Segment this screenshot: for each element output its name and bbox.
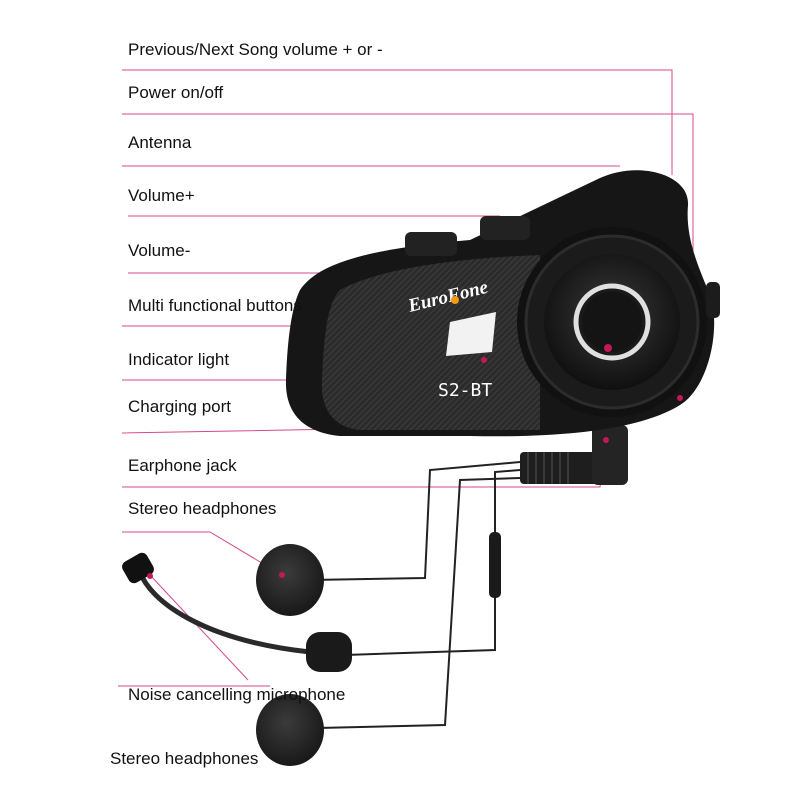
- label-stereo-top: Stereo headphones: [128, 499, 276, 519]
- label-earphone-jack: Earphone jack: [128, 456, 237, 476]
- label-volume-up: Volume+: [128, 186, 195, 206]
- label-indicator: Indicator light: [128, 350, 229, 370]
- label-multi-buttons: Multi functional buttons: [128, 296, 302, 316]
- volume-down-button: [405, 232, 457, 256]
- volume-up-button: [480, 216, 530, 240]
- label-power: Power on/off: [128, 83, 223, 103]
- label-stereo-bottom: Stereo headphones: [110, 749, 258, 769]
- label-volume-down: Volume-: [128, 241, 190, 261]
- label-antenna: Antenna: [128, 133, 191, 153]
- intercom-unit: [286, 170, 720, 443]
- power-button: [706, 282, 720, 318]
- device-model: S2-BT: [438, 380, 492, 401]
- cable-connector: [489, 532, 501, 598]
- leader-mic: [150, 575, 248, 680]
- label-microphone: Noise cancelling microphone: [128, 685, 345, 705]
- stereo-headphone-top: [256, 544, 324, 616]
- label-charging: Charging port: [128, 397, 231, 417]
- label-prev-next: Previous/Next Song volume + or -: [128, 40, 383, 60]
- brand-dot-icon: [451, 296, 459, 304]
- cable-bottom-headphone: [318, 478, 520, 728]
